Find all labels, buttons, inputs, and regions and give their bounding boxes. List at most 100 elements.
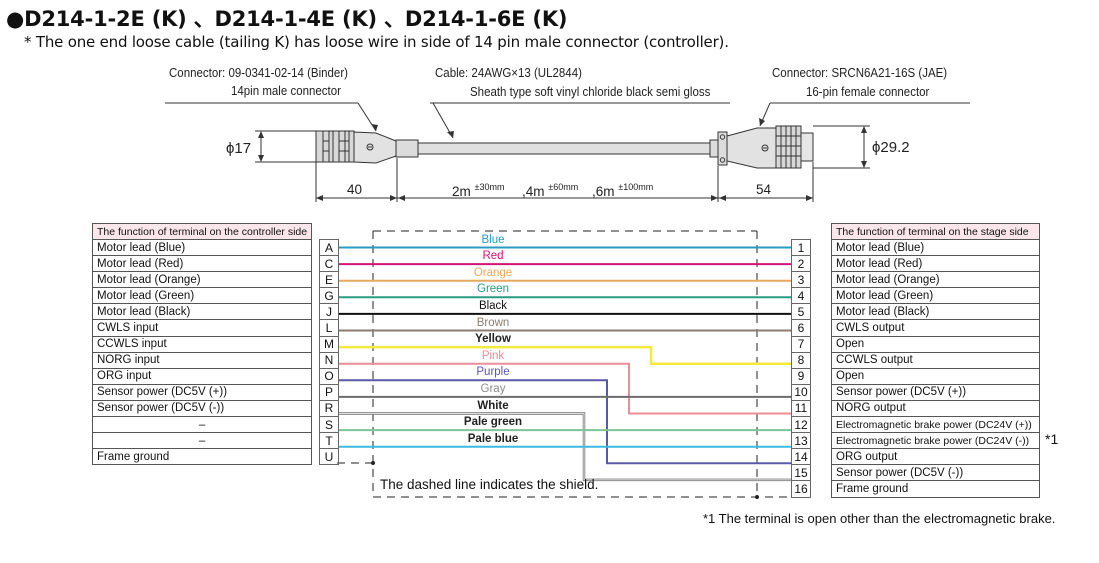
stage-function-cell: CWLS output [831, 319, 1040, 337]
stage-function-cell: Open [831, 335, 1040, 353]
controller-table-header: The function of terminal on the controll… [91, 223, 313, 240]
arrow-head-icon [447, 131, 454, 138]
cable-sheath: Sheath type soft vinyl chloride black se… [470, 85, 711, 99]
stage-pin-cell: 9 [791, 367, 811, 385]
wire-color-label: Blue [481, 233, 505, 246]
controller-pin-row: L [319, 319, 339, 337]
controller-pin-cell: L [319, 319, 339, 337]
stage-function-cell: Motor lead (Orange) [831, 271, 1040, 289]
stage-table-row: Motor lead (Black) [831, 303, 1040, 321]
stage-pin-row: 14 [791, 448, 811, 466]
controller-table-row: Sensor power (DC5V (-)) [91, 399, 313, 418]
stage-pin-row: 12 [791, 416, 811, 434]
page-title: ●D214-1-2E (K) 、D214-1-4E (K) 、D214-1-6E… [6, 7, 568, 31]
controller-pin-cell: N [319, 351, 339, 369]
stage-table-row: Motor lead (Green) [831, 287, 1040, 305]
stage-pin-row: 7 [791, 335, 811, 353]
controller-table-row: Motor lead (Red) [91, 255, 313, 273]
controller-function-cell: Sensor power (DC5V (-)) [91, 399, 313, 418]
controller-pin-row: O [319, 367, 339, 385]
wire-color-label: Pale green [463, 416, 523, 429]
subtitle-note: * The one end loose cable (tailing K) ha… [24, 33, 729, 51]
stage-function-cell: Electromagnetic brake power (DC24V (+)) [831, 416, 1040, 434]
left-connector-type: 14pin male connector [231, 84, 341, 98]
controller-function-cell: NORG input [91, 351, 313, 369]
wire-color-label: Pink [481, 349, 505, 362]
stage-pin-row: 11 [791, 399, 811, 418]
wire-color-label: Black [478, 299, 508, 312]
controller-function-cell: Motor lead (Blue) [91, 238, 313, 257]
controller-table-row: Sensor power (DC5V (+)) [91, 383, 313, 401]
stage-function-cell: Motor lead (Red) [831, 255, 1040, 273]
controller-table-row: ORG input [91, 367, 313, 385]
stage-table-row: Open [831, 367, 1040, 385]
controller-function-cell: Motor lead (Green) [91, 287, 313, 305]
cable-length-2m: 2m ±30mm [452, 182, 505, 199]
shield-note: The dashed line indicates the shield. [380, 477, 599, 492]
stage-table-row: Open [831, 335, 1040, 353]
stage-pin-cell: 15 [791, 464, 811, 482]
cable-length-4m: ,4m ±60mm [522, 182, 579, 199]
stage-function-cell: ORG output [831, 448, 1040, 466]
arrow-head-icon [371, 124, 378, 131]
stage-pin-cell: 6 [791, 319, 811, 337]
stage-pin-row: 2 [791, 255, 811, 273]
stage-pin-cell: 7 [791, 335, 811, 353]
stage-pin-cell: 3 [791, 271, 811, 289]
controller-function-cell: Motor lead (Orange) [91, 271, 313, 289]
shield-junction-icon [371, 461, 375, 465]
stage-table-row: Sensor power (DC5V (+)) [831, 383, 1040, 401]
stage-pin-cell: 5 [791, 303, 811, 321]
stage-table-row: Motor lead (Red) [831, 255, 1040, 273]
controller-pin-cell: R [319, 399, 339, 418]
controller-function-cell: Motor lead (Red) [91, 255, 313, 273]
stage-pin-row: 5 [791, 303, 811, 321]
stage-function-cell: Frame ground [831, 480, 1040, 498]
footnote: *1 The terminal is open other than the e… [703, 511, 1056, 526]
stage-function-cell: NORG output [831, 399, 1040, 418]
controller-pin-cell: C [319, 255, 339, 273]
controller-pin-cell: J [319, 303, 339, 321]
wire-color-label: Gray [480, 382, 506, 395]
brake-footnote-mark: *1 [1045, 431, 1059, 447]
cable-spec: Cable: 24AWG×13 (UL2844) [435, 66, 582, 80]
stage-table-row: NORG output [831, 399, 1040, 418]
controller-table-row: NORG input [91, 351, 313, 369]
stage-table-row: ORG output [831, 448, 1040, 466]
controller-pin-row: T [319, 432, 339, 450]
stage-table-row: CWLS output [831, 319, 1040, 337]
stage-table-row: Motor lead (Blue) [831, 238, 1040, 257]
stage-pin-cell: 1 [791, 238, 811, 257]
controller-pin-cell: G [319, 287, 339, 305]
stage-pin-cell: 16 [791, 480, 811, 498]
controller-function-cell: Motor lead (Black) [91, 303, 313, 321]
controller-pin-cell: M [319, 335, 339, 353]
stage-pin-row: 1 [791, 238, 811, 257]
wire-color-label: Purple [476, 366, 510, 379]
stage-table-row: Motor lead (Orange) [831, 271, 1040, 289]
left-length: 40 [347, 182, 363, 197]
controller-function-cell: ORG input [91, 367, 313, 385]
right-length: 54 [756, 182, 772, 197]
controller-pin-row: A [319, 238, 339, 257]
stage-pin-row: 10 [791, 383, 811, 401]
stage-pin-row: 9 [791, 367, 811, 385]
controller-pin-row: S [319, 416, 339, 434]
stage-function-cell: Motor lead (Green) [831, 287, 1040, 305]
stage-table-header: The function of terminal on the stage si… [831, 223, 1040, 240]
controller-pin-row: E [319, 271, 339, 289]
arrow-head-icon [759, 118, 765, 126]
stage-pin-cell: 14 [791, 448, 811, 466]
wire-color-label: Red [482, 250, 504, 263]
cable-drawing [165, 102, 970, 202]
controller-table-row: Motor lead (Black) [91, 303, 313, 321]
controller-pin-cell: E [319, 271, 339, 289]
stage-pin-row: 6 [791, 319, 811, 337]
controller-table-row: CCWLS input [91, 335, 313, 353]
controller-function-cell: Frame ground [91, 448, 313, 466]
controller-pin-row: J [319, 303, 339, 321]
controller-function-cell: Sensor power (DC5V (+)) [91, 383, 313, 401]
stage-pin-row: 16 [791, 480, 811, 498]
